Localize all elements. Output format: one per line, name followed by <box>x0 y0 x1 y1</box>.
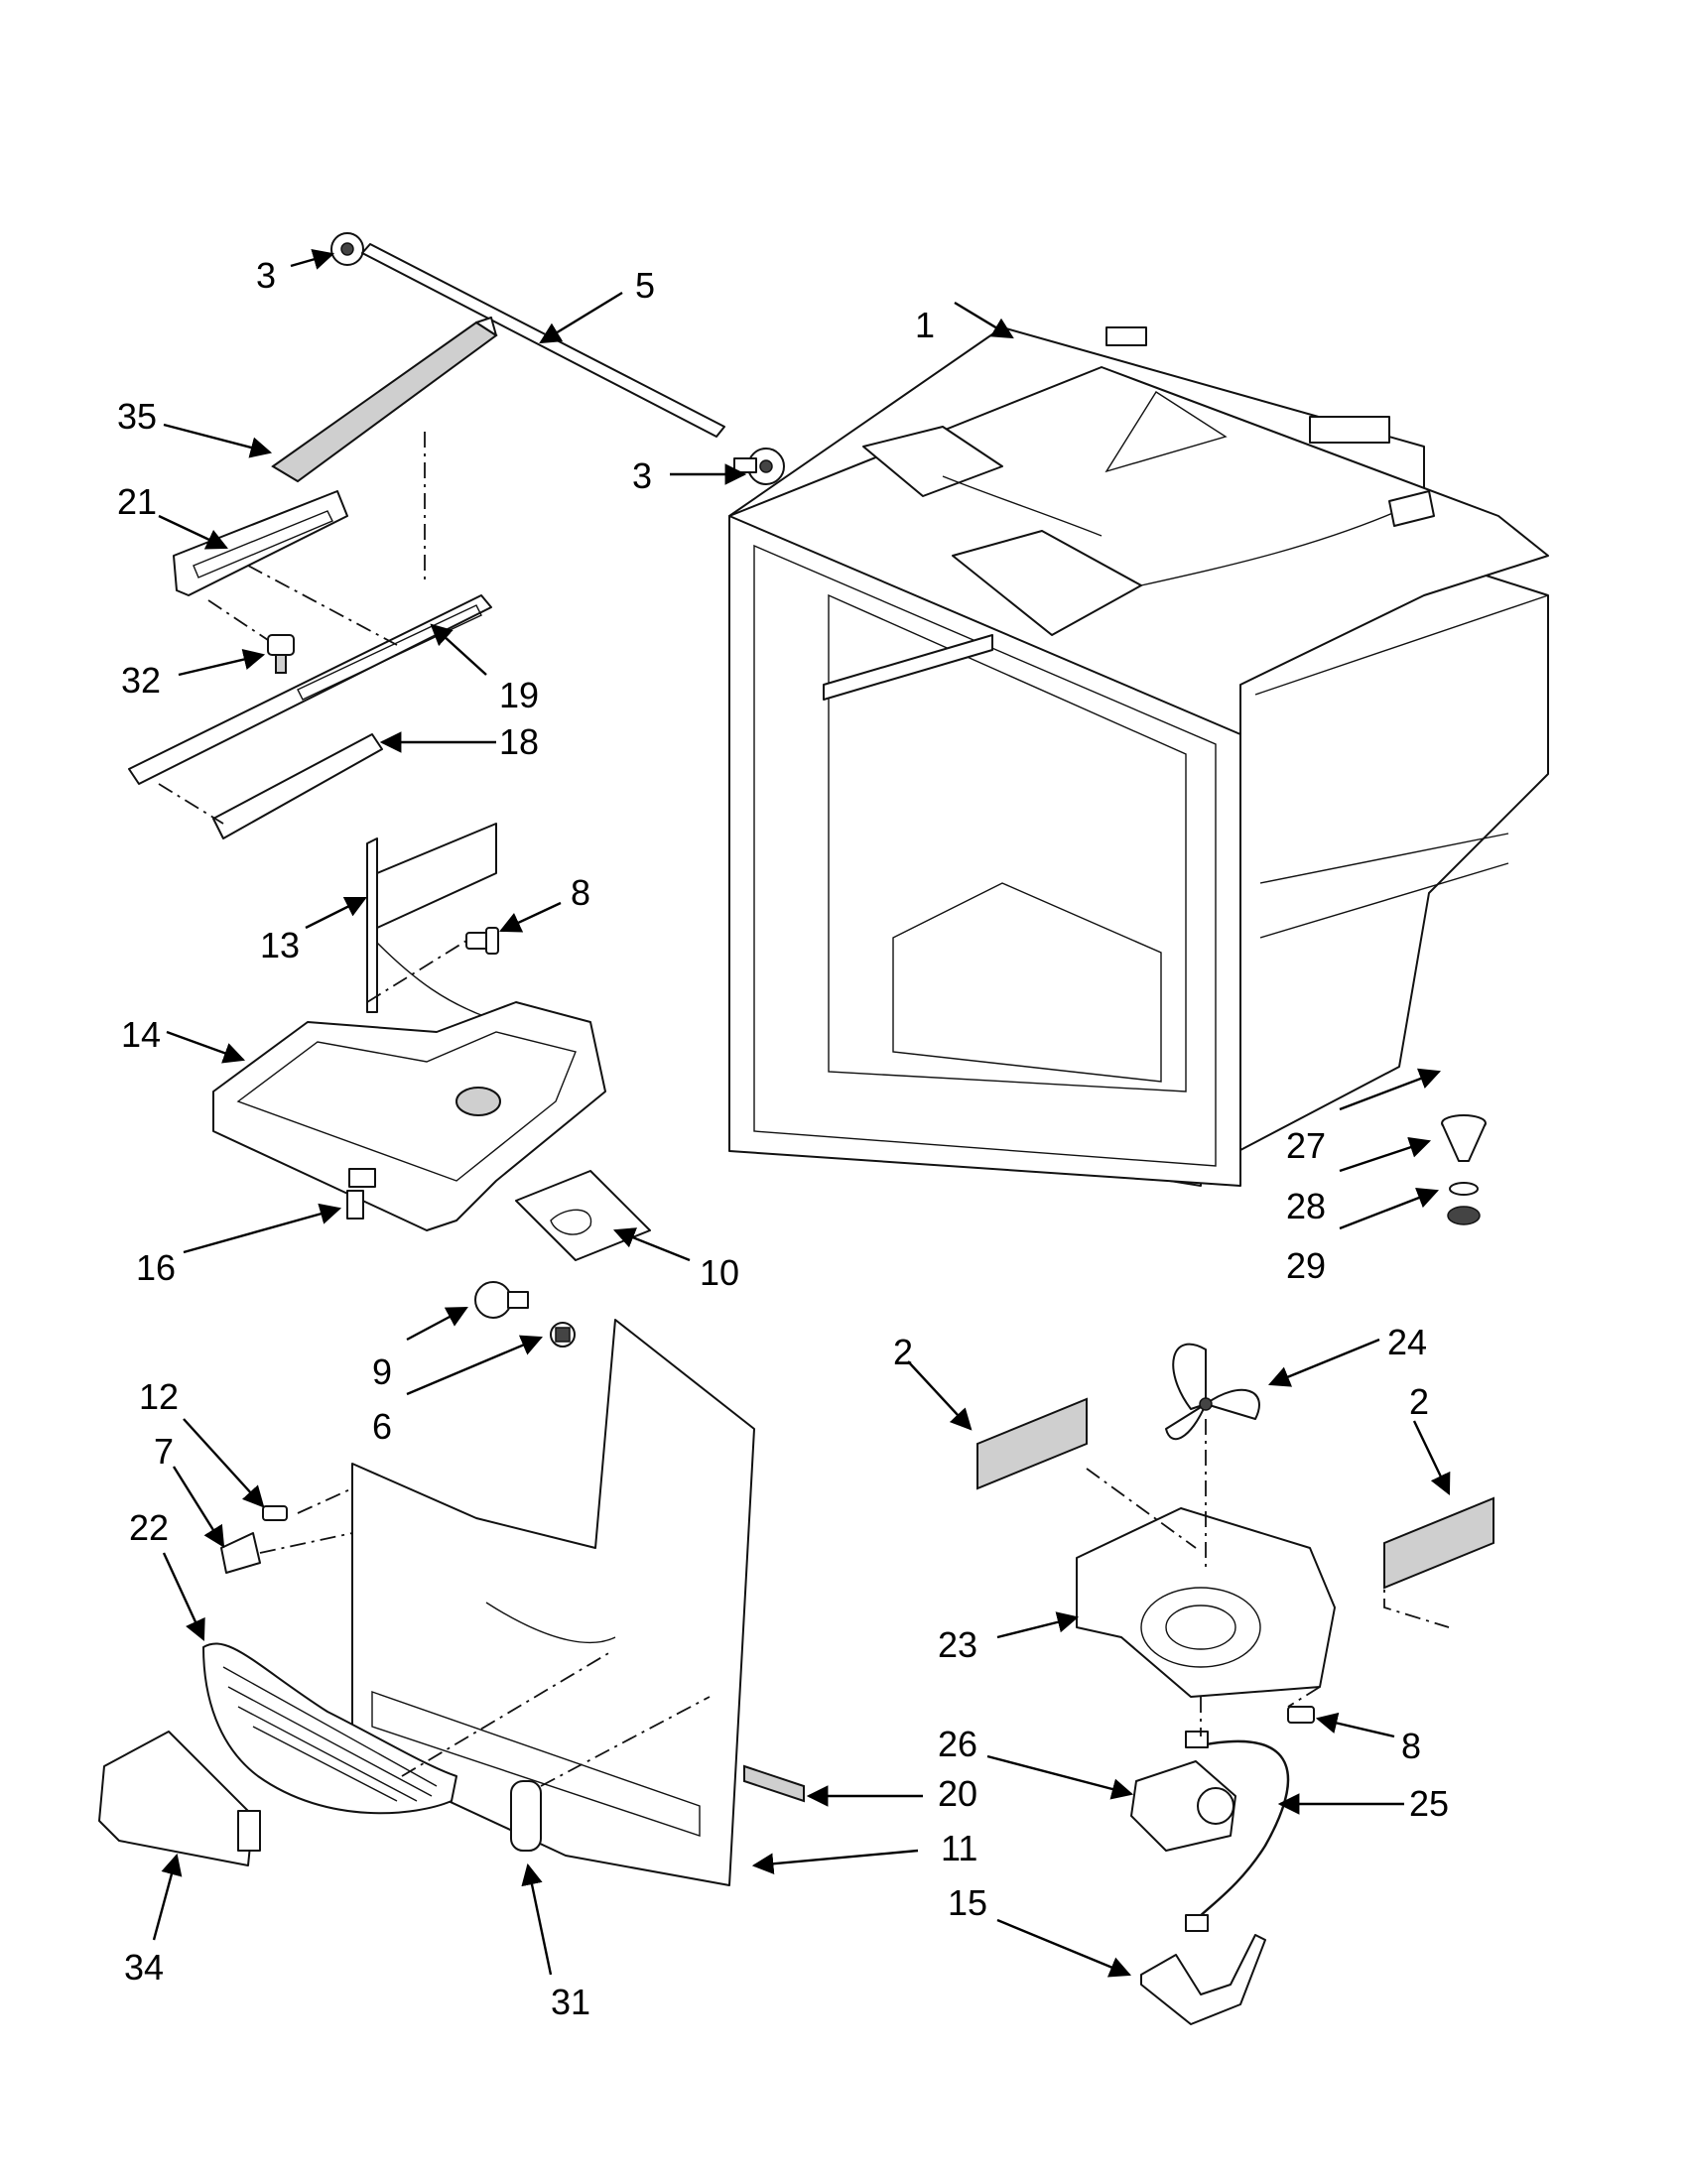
alignment-lines <box>158 432 1450 1787</box>
housing-14-part <box>212 1001 606 1231</box>
latch-31-part <box>510 1780 542 1852</box>
screw-12-part <box>262 1505 288 1521</box>
gear-3-second-part <box>733 448 785 485</box>
ring-28-part <box>1449 1182 1479 1196</box>
callout-23: 23 <box>938 1624 977 1665</box>
plug-29-part <box>1447 1206 1481 1225</box>
callout-20: 20 <box>938 1773 977 1814</box>
bracket-7-part <box>220 1532 261 1574</box>
callout-16: 16 <box>136 1247 176 1288</box>
callout-7: 7 <box>154 1431 174 1472</box>
callout-6: 6 <box>372 1406 392 1447</box>
callout-9: 9 <box>372 1351 392 1392</box>
callout-8-bottom: 8 <box>1401 1726 1421 1766</box>
freezer-liner-part <box>728 326 1549 1187</box>
panel-11-part <box>351 1319 755 1886</box>
callout-18: 18 <box>499 721 539 762</box>
callout-19: 19 <box>499 675 539 715</box>
callout-5: 5 <box>635 265 655 306</box>
callout-14: 14 <box>121 1014 161 1055</box>
callout-34: 34 <box>124 1947 164 1988</box>
callout-1: 1 <box>915 305 935 345</box>
label-10-part <box>515 1170 651 1261</box>
callout-2-left: 2 <box>893 1332 913 1372</box>
strip-20-part <box>743 1764 805 1803</box>
callout-10: 10 <box>700 1252 739 1293</box>
callout-29: 29 <box>1286 1245 1326 1286</box>
callout-31: 31 <box>551 1982 590 2022</box>
foam-strip-2-right-part <box>1383 1496 1494 1590</box>
callout-26: 26 <box>938 1724 977 1764</box>
callout-8-top: 8 <box>571 872 590 913</box>
callout-28: 28 <box>1286 1186 1326 1226</box>
screw-8-bottom-part <box>1287 1706 1315 1724</box>
socket-6-part <box>550 1322 576 1348</box>
cup-27-part <box>1441 1114 1487 1162</box>
callout-12: 12 <box>139 1376 179 1417</box>
foam-strip-2-left-part <box>976 1397 1088 1490</box>
wire-25-part <box>1185 1731 1290 1932</box>
rail-18-part <box>212 733 383 839</box>
callout-25: 25 <box>1409 1783 1449 1824</box>
callout-15: 15 <box>948 1882 987 1923</box>
callout-21: 21 <box>117 481 157 522</box>
bracket-15-part <box>1140 1934 1266 2025</box>
leader-lines <box>152 248 1451 1978</box>
callout-13: 13 <box>260 925 300 965</box>
callout-22: 22 <box>129 1507 169 1548</box>
callout-3-second: 3 <box>632 455 652 496</box>
slide-rail-19-part <box>128 594 492 785</box>
bulb-9-part <box>474 1281 529 1319</box>
cover-34-part <box>98 1731 261 1866</box>
callout-3-top: 3 <box>256 255 276 296</box>
callout-32: 32 <box>121 660 161 701</box>
callout-35: 35 <box>117 396 157 437</box>
bracket-21-part <box>173 490 348 596</box>
callout-27: 27 <box>1286 1125 1326 1166</box>
motor-26-part <box>1130 1760 1236 1852</box>
callout-numbers: 3 5 1 35 3 21 32 19 18 8 13 14 27 28 29 … <box>117 255 1449 2022</box>
clip-16-part <box>346 1190 364 1220</box>
screw-8-top-part <box>465 927 499 955</box>
callout-11: 11 <box>941 1828 977 1868</box>
fan-housing-23-part <box>1076 1507 1336 1698</box>
callout-2-right: 2 <box>1409 1381 1429 1422</box>
screw-32-part <box>267 634 295 674</box>
fan-blade-24-part <box>1165 1343 1260 1441</box>
rail-35-part <box>271 317 498 483</box>
gear-3-top-part <box>330 232 364 266</box>
bracket-13-part <box>366 823 497 1018</box>
callout-24: 24 <box>1387 1322 1427 1362</box>
grille-22-part <box>202 1642 457 1815</box>
